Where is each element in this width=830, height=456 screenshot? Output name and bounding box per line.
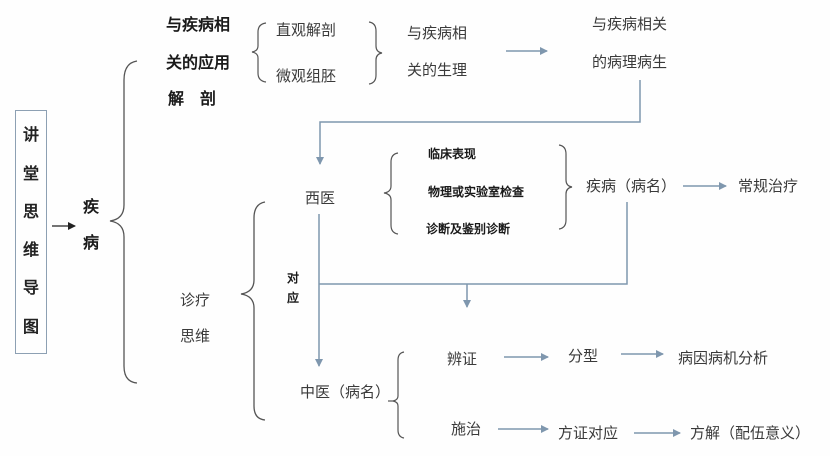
diagnostic-thinking-line: 诊疗 xyxy=(180,291,211,309)
brace-disease xyxy=(109,60,138,384)
title-char: 堂 xyxy=(22,164,39,183)
title-char: 导 xyxy=(22,278,39,297)
physiology-line: 关的生理 xyxy=(407,61,468,79)
title-box: 讲 堂 思 维 导 图 xyxy=(15,110,47,354)
title-char: 讲 xyxy=(22,125,39,144)
routine-treatment-label: 常规治疗 xyxy=(738,177,799,195)
applied-anatomy-line: 与疾病相 xyxy=(166,15,231,34)
pathophysiology-line: 的病理病生 xyxy=(592,53,668,71)
diagnostic-thinking-line: 思维 xyxy=(180,327,211,345)
disease-name-label: 疾病（病名） xyxy=(586,177,677,195)
brace-anatomy-open xyxy=(251,22,267,83)
applied-anatomy-line: 解 剖 xyxy=(168,89,217,108)
connector-disease-name-down xyxy=(319,202,628,285)
brace-anatomy-close xyxy=(368,21,383,85)
correspond-char: 对 xyxy=(287,271,300,285)
pathophysiology-line: 与疾病相关 xyxy=(592,15,668,33)
western-medicine-label: 西医 xyxy=(305,189,336,207)
syndrome-differentiation-label: 辨证 xyxy=(447,350,478,368)
brace-western-open xyxy=(383,152,399,235)
brace-western-close xyxy=(558,144,573,230)
disease-char: 疾 xyxy=(83,197,100,216)
title-char: 图 xyxy=(22,317,39,336)
formula-explanation-label: 方解（配伍意义） xyxy=(690,424,811,442)
title-char: 维 xyxy=(22,240,39,259)
tcm-label: 中医（病名） xyxy=(300,383,391,401)
formula-syndrome-label: 方证对应 xyxy=(558,424,619,442)
brace-tcm xyxy=(392,351,405,439)
gross-anatomy-label: 直观解剖 xyxy=(276,21,337,39)
etiology-analysis-label: 病因病机分析 xyxy=(678,349,769,367)
micro-histology-label: 微观组胚 xyxy=(276,67,337,85)
title-char: 思 xyxy=(22,202,39,221)
disease-char: 病 xyxy=(83,233,100,252)
brace-diagnostic-thinking xyxy=(240,201,266,421)
treatment-label: 施治 xyxy=(451,420,482,438)
western-item-clinical: 临床表现 xyxy=(428,147,477,161)
connector-pathology-to-western xyxy=(316,80,641,165)
applied-anatomy-line: 关的应用 xyxy=(166,53,231,72)
western-item-exam: 物理或实验室检查 xyxy=(428,185,525,199)
physiology-line: 与疾病相 xyxy=(407,24,468,42)
syndrome-type-label: 分型 xyxy=(568,347,599,365)
western-item-diagnosis: 诊断及鉴别诊断 xyxy=(426,222,511,236)
correspond-char: 应 xyxy=(287,291,300,305)
